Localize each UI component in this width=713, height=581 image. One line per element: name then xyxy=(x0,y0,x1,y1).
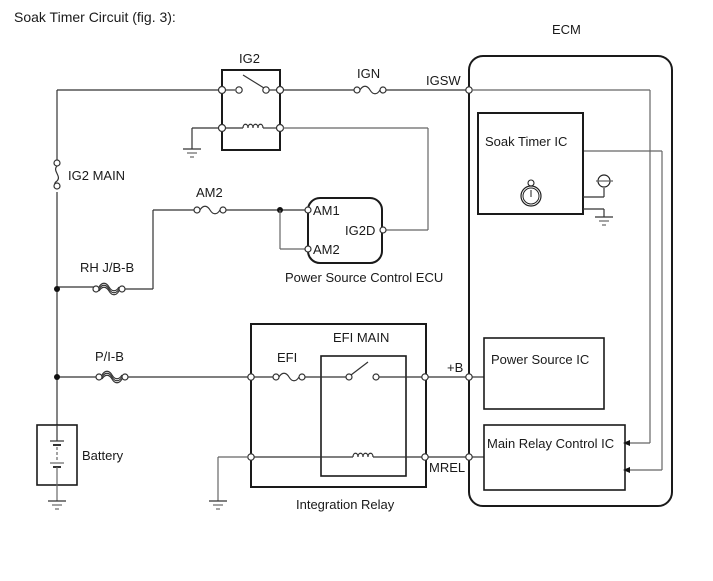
ig2-switch-contact xyxy=(242,74,265,89)
pin-am2-label: AM2 xyxy=(313,242,340,257)
ecm: ECM IGSW +B MREL Soak Timer IC xyxy=(426,22,673,507)
arrow-icon xyxy=(623,467,630,473)
ground-icon xyxy=(183,127,218,158)
rh-jb-b-fuse: RH J/B-B xyxy=(80,209,194,296)
efi-main-switch-contact xyxy=(350,361,369,376)
igsw-pin-label: IGSW xyxy=(426,73,461,88)
integration-relay-label: Integration Relay xyxy=(296,497,395,512)
ground-icon xyxy=(209,456,248,510)
ign-fuse: IGN xyxy=(283,66,466,95)
ign-fuse-label: IGN xyxy=(357,66,380,81)
diagram-title: Soak Timer Circuit (fig. 3): xyxy=(14,9,176,25)
mrel-pin-label: MREL xyxy=(429,460,465,475)
battery-label: Battery xyxy=(82,448,124,463)
pin-am1-label: AM1 xyxy=(313,203,340,218)
p-i-b-label: P/I-B xyxy=(95,349,124,364)
power-source-control-ecu-label: Power Source Control ECU xyxy=(285,270,443,285)
ig2-relay-label: IG2 xyxy=(239,51,260,66)
main-relay-control-ic-label: Main Relay Control IC xyxy=(487,436,614,451)
efi-fuse-label: EFI xyxy=(277,350,297,365)
rh-jb-b-label: RH J/B-B xyxy=(80,260,134,275)
efi-main-label: EFI MAIN xyxy=(333,330,389,345)
integration-relay: Integration Relay EFI MAIN EFI xyxy=(247,323,429,512)
ig2-main-label: IG2 MAIN xyxy=(68,168,125,183)
ig2-relay: IG2 xyxy=(217,51,285,151)
am2-fuse: AM2 xyxy=(193,185,306,250)
plus-b-pin-label: +B xyxy=(447,360,463,375)
battery: Battery xyxy=(36,424,124,510)
ig2-coil-icon xyxy=(242,123,264,129)
ig2-main-fuse: IG2 MAIN xyxy=(53,159,125,190)
power-source-ic-label: Power Source IC xyxy=(491,352,589,367)
efi-main-coil-icon xyxy=(352,452,374,458)
soak-timer-ic-label: Soak Timer IC xyxy=(485,134,567,149)
power-source-control-ecu: AM1 AM2 IG2D Power Source Control ECU xyxy=(285,197,443,285)
am2-fuse-label: AM2 xyxy=(196,185,223,200)
p-i-b-fuse: P/I-B xyxy=(95,349,248,384)
ecm-label: ECM xyxy=(552,22,581,37)
main-bus-wire xyxy=(54,89,222,425)
arrow-icon xyxy=(623,440,630,446)
stopwatch-icon xyxy=(520,179,542,207)
pin-ig2d-label: IG2D xyxy=(345,223,375,238)
